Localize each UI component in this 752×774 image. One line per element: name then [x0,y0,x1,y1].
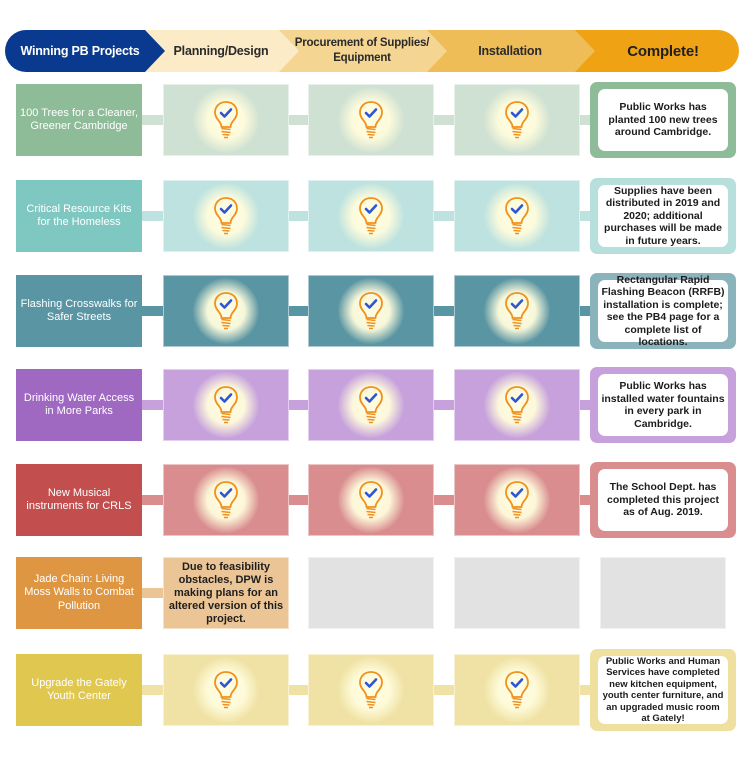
project-row: New Musical instruments for CRLS The Scho… [0,460,752,540]
project-row: Jade Chain: Living Moss Walls to Combat … [0,553,752,633]
stage-complete-glow [338,87,404,153]
lightbulb-check-icon [214,197,238,235]
complete-status-text: Supplies have been distributed in 2019 a… [598,185,728,247]
stage-cell-procurement [308,84,434,156]
stage-complete-glow [484,467,550,533]
lightbulb-check-icon [359,101,383,139]
project-name: New Musical instruments for CRLS [16,464,142,536]
stage-complete-glow [484,657,550,723]
stage-cell-planning [163,84,289,156]
complete-status-box: The School Dept. has completed this proj… [590,462,736,538]
stage-cell-procurement [308,557,434,629]
stage-complete-glow [193,467,259,533]
stage-cell-planning [163,464,289,536]
complete-status-text: Public Works and Human Services have com… [598,656,728,724]
stage-complete-glow [338,467,404,533]
planning-status-note: Due to feasibility obstacles, DPW is mak… [168,560,284,625]
stage-cell-planning [163,654,289,726]
stage-cell-procurement [308,464,434,536]
stage-cell-installation [454,180,580,252]
stage-complete-glow [338,657,404,723]
stage-cell-procurement [308,654,434,726]
header-stage-winning-projects: Winning PB Projects [5,30,165,72]
complete-status-text: Public Works has installed water fountai… [598,374,728,436]
lightbulb-check-icon [214,101,238,139]
header-stage-planning: Planning/Design [143,30,299,72]
stage-complete-glow [193,657,259,723]
project-name: Jade Chain: Living Moss Walls to Combat … [16,557,142,629]
complete-status-text: The School Dept. has completed this proj… [598,469,728,531]
stage-complete-glow [484,372,550,438]
header-stage-complete: Complete! [573,30,739,72]
lightbulb-check-icon [214,292,238,330]
stage-cell-planning [163,275,289,347]
lightbulb-check-icon [359,197,383,235]
stage-cell-procurement [308,369,434,441]
stage-cell-planning: Due to feasibility obstacles, DPW is mak… [163,557,289,629]
stage-complete-glow [484,278,550,344]
lightbulb-check-icon [359,292,383,330]
stage-complete-glow [338,183,404,249]
complete-status-box: Public Works has installed water fountai… [590,367,736,443]
stage-cell-installation [454,369,580,441]
stage-cell-installation [454,557,580,629]
complete-status-box: Rectangular Rapid Flashing Beacon (RRFB)… [590,273,736,349]
project-row: Drinking Water Access in More Parks Publi… [0,365,752,445]
stage-header-bar: Winning PB Projects Planning/Design Proc… [5,30,739,72]
stage-cell-planning [163,369,289,441]
stage-complete-glow [193,87,259,153]
lightbulb-check-icon [359,671,383,709]
complete-status-text: Rectangular Rapid Flashing Beacon (RRFB)… [598,274,728,348]
stage-cell-planning [163,180,289,252]
lightbulb-check-icon [359,481,383,519]
complete-status-box: Supplies have been distributed in 2019 a… [590,178,736,254]
project-row: Critical Resource Kits for the Homeless S… [0,176,752,256]
project-row: 100 Trees for a Cleaner, Greener Cambrid… [0,80,752,160]
lightbulb-check-icon [505,101,529,139]
project-row: Flashing Crosswalks for Safer Streets Rec… [0,271,752,351]
stage-complete-glow [484,183,550,249]
complete-status-empty [600,557,726,629]
lightbulb-check-icon [505,386,529,424]
project-name: Flashing Crosswalks for Safer Streets [16,275,142,347]
project-name: Upgrade the Gately Youth Center [16,654,142,726]
project-name: Critical Resource Kits for the Homeless [16,180,142,252]
stage-cell-installation [454,464,580,536]
lightbulb-check-icon [505,292,529,330]
stage-cell-installation [454,84,580,156]
stage-complete-glow [484,87,550,153]
stage-cell-installation [454,654,580,726]
project-name: Drinking Water Access in More Parks [16,369,142,441]
lightbulb-check-icon [214,671,238,709]
stage-cell-procurement [308,275,434,347]
project-row: Upgrade the Gately Youth Center Public Wo… [0,647,752,733]
header-stage-procurement: Procurement of Supplies/ Equipment [277,30,447,72]
complete-status-text: Public Works has planted 100 new trees a… [598,89,728,151]
complete-status-box: Public Works and Human Services have com… [590,649,736,731]
connector-line [140,588,170,598]
lightbulb-check-icon [505,671,529,709]
lightbulb-check-icon [214,386,238,424]
stage-cell-procurement [308,180,434,252]
header-stage-installation: Installation [425,30,595,72]
lightbulb-check-icon [505,481,529,519]
stage-complete-glow [193,183,259,249]
project-name: 100 Trees for a Cleaner, Greener Cambrid… [16,84,142,156]
lightbulb-check-icon [505,197,529,235]
complete-status-box: Public Works has planted 100 new trees a… [590,82,736,158]
stage-cell-installation [454,275,580,347]
stage-complete-glow [193,372,259,438]
stage-complete-glow [193,278,259,344]
stage-complete-glow [338,278,404,344]
stage-complete-glow [338,372,404,438]
lightbulb-check-icon [359,386,383,424]
lightbulb-check-icon [214,481,238,519]
